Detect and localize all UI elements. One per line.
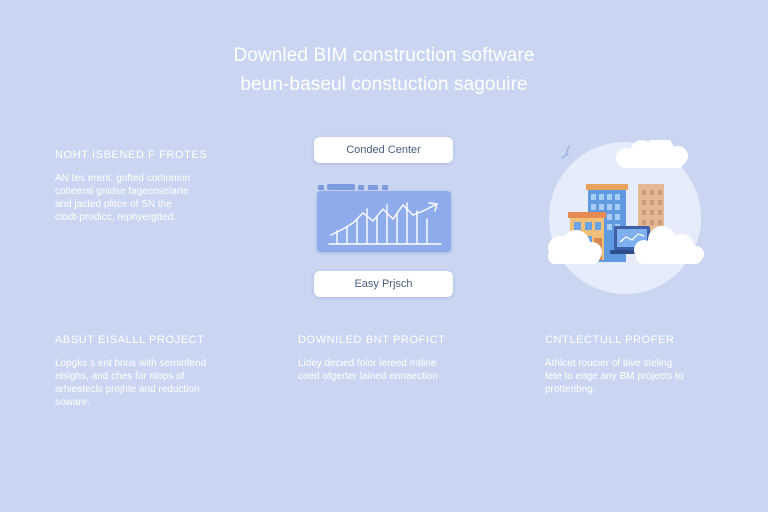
section-line: Lidey decied folor lereed mtline <box>298 358 437 369</box>
left-block-heading: NOHT ISBENED F FROTES <box>55 149 208 161</box>
section-heading: ABSUT EISALLL PROJECT <box>55 334 205 346</box>
section-text: Athlcet roucier of tiive steling fete to… <box>545 357 683 396</box>
left-block-line: AN tes erent: gofted cortionion <box>55 173 191 184</box>
hero-title-line-2: beun-baseul constuction sagouire <box>240 74 528 95</box>
section-heading: CNTLECTULL PROFER <box>545 334 675 346</box>
conded-center-button[interactable]: Conded Center <box>314 137 453 163</box>
section-text: Lopgks s ent bnus with seroinfend elsigh… <box>55 357 206 409</box>
chart-card <box>317 191 451 252</box>
section-line: coed ofgerter lained ennaection <box>298 371 439 382</box>
section-line: soware. <box>55 397 91 408</box>
section-heading: DOWNILED BNT PROFICT <box>298 334 446 346</box>
cloud-building-icon <box>540 136 708 305</box>
left-block-line: and jacted plitce of SN the <box>55 199 172 210</box>
section-line: Athlcet roucier of tiive steling <box>545 358 673 369</box>
left-block-text: AN tes erent: gofted cortionion cobeeral… <box>55 172 190 224</box>
hero-title-line-1: Downled BIM construction software <box>233 45 535 66</box>
chart-toolbar-strip <box>318 178 398 190</box>
section-line: elsighs, and ches for nlops of <box>55 371 185 382</box>
section-line: arhiestecls projhte and reduction <box>55 384 200 395</box>
section-line: Lopgks s ent bnus with seroinfend <box>55 358 207 369</box>
section-line: fete to enge any BM projects to <box>545 371 684 382</box>
left-block-line: cobeeral gnidse fagecoselarte <box>55 186 189 197</box>
line-chart-icon <box>328 202 442 245</box>
section-line: protteribng. <box>545 384 596 395</box>
easy-project-button[interactable]: Easy Prjsch <box>314 271 453 297</box>
left-block-line: clodt-prodicc, rephyergtted. <box>55 212 177 223</box>
section-text: Lidey decied folor lereed mtline coed of… <box>298 357 438 383</box>
